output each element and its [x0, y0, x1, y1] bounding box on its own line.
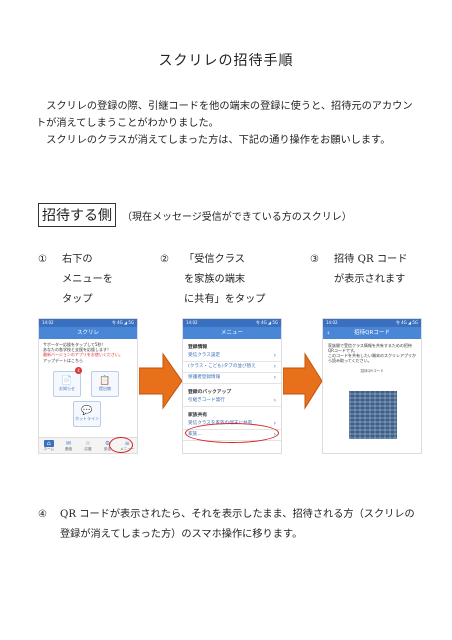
tab-home[interactable]: ⌂ホーム: [39, 438, 59, 453]
chevron-right-icon: ›: [273, 420, 276, 427]
app-title: スクリレ: [76, 330, 99, 336]
screenshot-menu: 14:02 令 4G ◢ 5G メニュー 登録情報 受信クラス設定 › (クラス・…: [182, 318, 282, 454]
status-bar: 14:02 令 4G ◢ 5G: [183, 319, 281, 327]
menu-item-class-settings[interactable]: 受信クラス設定 ›: [183, 351, 281, 362]
step-1: ① 右下の メニューを タップ: [38, 250, 148, 310]
status-time: 14:02: [326, 320, 338, 325]
home-icon: ⌂: [43, 440, 54, 447]
screenshot-home: 14:02 令 4G ◢ 5G スクリレ サポーター応援をタップして5秒！ あな…: [38, 318, 138, 454]
menu-item-label: 引継ぎコード発行: [188, 398, 225, 403]
step-2: ② 「受信クラス を家族の端末 に共有」をタップ: [160, 250, 290, 310]
tab-contact[interactable]: ✉連絡: [59, 438, 79, 453]
qr-label: 招待QRコード: [360, 369, 384, 373]
status-time: 14:02: [42, 320, 54, 325]
status-signal: 令 4G ◢ 5G: [395, 320, 418, 325]
step-number: ③: [310, 254, 320, 265]
status-time: 14:02: [186, 320, 198, 325]
tile-label: お知らせ: [59, 386, 75, 391]
chevron-right-icon: ›: [273, 363, 276, 370]
gear-icon: ⚙: [104, 440, 111, 447]
menu-item-transfer-code[interactable]: 引継ぎコード発行 ›: [183, 396, 281, 407]
menu-item-label: 受信クラス設定: [188, 353, 221, 358]
tile-label: 提出物: [99, 386, 111, 391]
step-line: を家族の端末: [184, 274, 246, 285]
status-signal: 令 4G ◢ 5G: [111, 320, 134, 325]
notification-badge: 4: [75, 367, 82, 374]
notice-line: アップデートはこちら: [43, 357, 83, 363]
tab-label: 連絡: [64, 447, 72, 451]
intro-paragraph-1: スクリレの登録の際、引継コードを他の端末の登録に使うと、招待元のアカウントが消え…: [36, 101, 413, 129]
chevron-right-icon: ›: [273, 374, 276, 381]
status-bar: 14:02 令 4G ◢ 5G: [323, 319, 421, 327]
tab-settings[interactable]: ⚙設定: [98, 438, 118, 453]
notice-message: サポーター応援をタップして5秒！ あなたの各学校と支援を応援します！ 最新バージ…: [39, 339, 137, 366]
app-title: メニュー: [220, 330, 243, 336]
star-icon: ☆: [85, 440, 91, 447]
app-title: 招待QRコード: [354, 330, 390, 336]
arrow-right-icon: [283, 352, 323, 410]
tab-support[interactable]: ☆応援: [78, 438, 98, 453]
step-line: 招待 QR コード: [334, 254, 408, 265]
section-label: 招待する側: [38, 203, 116, 227]
step-line: メニューを: [62, 274, 113, 285]
section-note: （現在メッセージ受信ができている方のスクリレ）: [122, 211, 352, 223]
notice-line: サポーター応援をタップして5秒！: [43, 342, 106, 347]
tile-submission[interactable]: 📋提出物: [91, 371, 119, 397]
chat-icon: 💬: [81, 406, 93, 416]
step-4: ④ QR コードが表示されたら、それを表示したまま、招待される方（スクリレの登録…: [38, 505, 422, 545]
page-title: スクリレの招待手順: [158, 53, 294, 69]
chevron-right-icon: ›: [273, 397, 276, 404]
step-line: に共有」をタップ: [184, 294, 266, 305]
notice-line: あなたの各学校と支援を応援します！: [43, 347, 111, 353]
status-signal: 令 4G ◢ 5G: [255, 320, 278, 325]
highlight-circle: [185, 423, 279, 443]
menu-group-heading: 登録のバックアップ: [188, 390, 232, 395]
screenshot-qr-code: 14:02 令 4G ◢ 5G ‹ 招待QRコード 家族間で受信クラス情報を共有す…: [322, 318, 422, 454]
step-number: ④: [38, 509, 48, 520]
highlight-circle: [109, 437, 133, 453]
qr-description-line: このコードを共有したい端末のスクリレアプリから読み取ってください。: [328, 353, 416, 363]
app-bar: メニュー: [183, 327, 281, 339]
step-number: ②: [160, 254, 170, 265]
tab-label: 応援: [84, 447, 92, 451]
step-line: タップ: [62, 294, 93, 305]
status-bar: 14:02 令 4G ◢ 5G: [39, 319, 137, 327]
tile-hotline[interactable]: 💬ホットライン: [73, 401, 101, 427]
qr-code-image: [349, 391, 397, 439]
menu-item-label: (クラス・こども)タブの並び替え: [188, 364, 256, 369]
step-4-text: QR コードが表示されたら、それを表示したまま、招待される方（スクリレの登録が消…: [60, 509, 415, 540]
menu-group-heading: 登録情報: [188, 345, 208, 350]
clipboard-icon: 📋: [99, 376, 111, 386]
step-number: ①: [38, 254, 48, 265]
tile-label: ホットライン: [75, 416, 99, 421]
arrow-right-icon: [139, 352, 183, 410]
section-heading: 招待する側 （現在メッセージ受信ができている方のスクリレ）: [38, 203, 352, 227]
step-3: ③ 招待 QR コード が表示されます: [310, 250, 430, 310]
qr-description: 家族間で受信クラス情報を共有するための招待QRコードです。 このコードを共有した…: [323, 339, 421, 367]
step-line: が表示されます: [334, 274, 406, 285]
menu-item-guardian-info[interactable]: 保護者登録情報 ›: [183, 373, 281, 384]
menu-item-tab-order[interactable]: (クラス・こども)タブの並び替え ›: [183, 362, 281, 373]
tab-label: 設定: [103, 447, 112, 451]
step-line: 「受信クラス: [184, 254, 245, 265]
back-arrow-icon[interactable]: ‹: [327, 329, 330, 337]
tile-notice[interactable]: 📄お知らせ: [53, 371, 81, 397]
qr-description-line: 家族間で受信クラス情報を共有するための招待QRコードです。: [328, 343, 412, 353]
app-bar: スクリレ: [39, 327, 137, 339]
chevron-right-icon: ›: [273, 352, 276, 359]
notice-line: 最新バージョンのアプリをお使いください。: [43, 352, 123, 358]
app-bar: ‹ 招待QRコード: [323, 327, 421, 339]
intro-paragraph-2: スクリレのクラスが消えてしまった方は、下記の通り操作をお願いします。: [46, 135, 391, 146]
tab-label: ホーム: [43, 447, 55, 451]
step-line: 右下の: [62, 254, 93, 265]
document-icon: 📄: [61, 376, 73, 386]
menu-item-label: 保護者登録情報: [188, 375, 221, 380]
menu-group-heading: 家族共有: [188, 413, 208, 418]
mail-icon: ✉: [65, 440, 71, 447]
